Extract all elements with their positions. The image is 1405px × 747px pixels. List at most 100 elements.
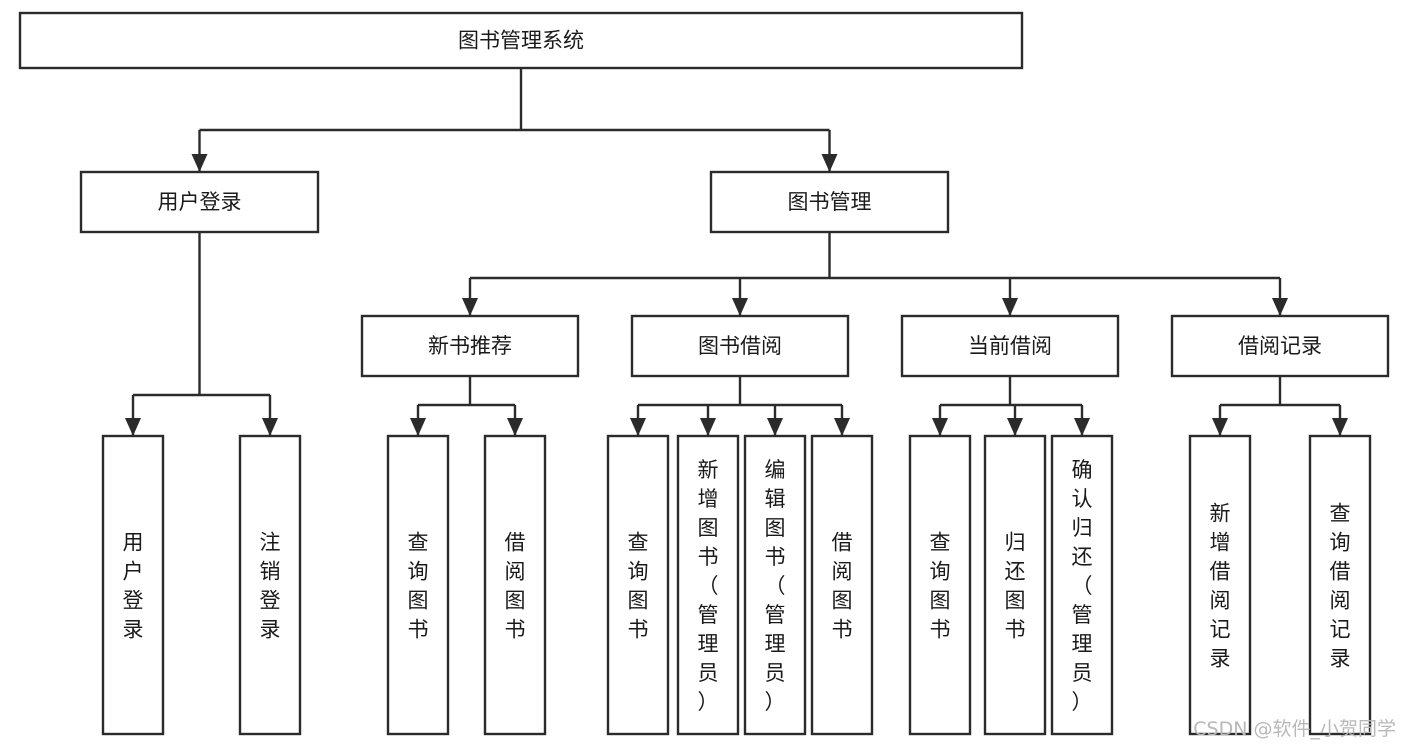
node-leaf-query-book-1-rect[interactable]: [386, 434, 450, 736]
arrow-head-icon: [834, 418, 850, 436]
node-leaf-add-book-label-char: （: [698, 574, 719, 598]
node-leaf-query-book-2-label-char: 查: [628, 531, 649, 555]
arrow-head-icon: [125, 418, 141, 436]
arrow-head-icon: [932, 418, 948, 436]
node-leaf-edit-book-label-char: ）: [765, 690, 786, 714]
node-new-book-recommend[interactable]: 新书推荐: [360, 314, 580, 378]
node-leaf-logout-label-char: 登: [260, 589, 281, 613]
node-current-borrow-rect[interactable]: [900, 314, 1120, 378]
node-leaf-user-login-rect[interactable]: [101, 434, 165, 736]
node-book-borrow[interactable]: 图书借阅: [630, 314, 850, 378]
node-root[interactable]: 图书管理系统: [18, 11, 1024, 70]
arrow-head-icon: [630, 418, 646, 436]
node-leaf-edit-book-rect[interactable]: [743, 434, 807, 736]
node-user-login-rect[interactable]: [79, 170, 320, 234]
node-leaf-query-record-label-char: 录: [1330, 647, 1351, 671]
node-user-login[interactable]: 用户登录: [79, 170, 320, 234]
node-leaf-confirm-return-label-char: 确: [1072, 458, 1093, 482]
node-leaf-query-record-label-char: 阅: [1330, 589, 1351, 613]
node-leaf-query-book-2-label-char: 询: [628, 560, 649, 584]
arrow-head-icon: [507, 418, 523, 436]
node-leaf-query-book-1-label-char: 图: [408, 589, 429, 613]
node-leaf-confirm-return-label-char: 还: [1072, 545, 1093, 569]
node-leaf-query-record-label-char: 借: [1330, 560, 1351, 584]
node-leaf-query-book-2-label-char: 书: [628, 618, 649, 642]
node-borrow-record[interactable]: 借阅记录: [1170, 314, 1390, 378]
node-leaf-query-book-2-rect[interactable]: [606, 434, 670, 736]
node-leaf-confirm-return-label-char: 认: [1072, 487, 1093, 511]
node-leaf-borrow-book-1-rect[interactable]: [483, 434, 547, 736]
node-leaf-borrow-book-1-label-char: 借: [505, 531, 526, 555]
node-leaf-add-book-label-char: 理: [698, 632, 719, 656]
node-leaf-add-record-label-char: 增: [1210, 531, 1231, 555]
node-root-rect[interactable]: [18, 11, 1024, 70]
arrow-head-icon: [410, 418, 426, 436]
node-leaf-add-record-rect[interactable]: [1188, 434, 1252, 736]
node-book-borrow-label: 图书借阅: [698, 334, 782, 358]
arrow-head-icon: [1212, 418, 1228, 436]
node-leaf-confirm-return-label-char: 理: [1072, 632, 1093, 656]
node-new-book-recommend-rect[interactable]: [360, 314, 580, 378]
node-leaf-add-record-label-char: 阅: [1210, 589, 1231, 613]
node-leaf-add-book-rect[interactable]: [676, 434, 740, 736]
node-leaf-add-book-label-char: ）: [698, 690, 719, 714]
node-borrow-record-rect[interactable]: [1170, 314, 1390, 378]
node-leaf-logout-label-char: 注: [260, 531, 281, 555]
node-leaf-confirm-return-label-char: 员: [1072, 661, 1093, 685]
node-leaf-borrow-book-2-label-char: 阅: [832, 560, 853, 584]
node-leaf-add-record-label-char: 新: [1210, 502, 1231, 526]
node-leaf-add-book-label-char: 图: [698, 516, 719, 540]
node-book-management[interactable]: 图书管理: [709, 170, 950, 234]
arrow-head-icon: [1272, 298, 1288, 316]
node-leaf-borrow-book-2-label-char: 借: [832, 531, 853, 555]
node-leaf-query-book-3-label-char: 询: [930, 560, 951, 584]
node-book-management-rect[interactable]: [709, 170, 950, 234]
arrow-head-icon: [1074, 418, 1090, 436]
node-leaf-edit-book-label-char: 员: [765, 661, 786, 685]
arrow-head-icon: [191, 154, 208, 172]
node-leaf-borrow-book-2-label-char: 图: [832, 589, 853, 613]
node-leaf-add-book-label-char: 员: [698, 661, 719, 685]
node-leaf-return-book-label-char: 归: [1005, 531, 1026, 555]
node-leaf-confirm-return-label-char: 管: [1072, 603, 1093, 627]
node-leaf-edit-book-label-char: 理: [765, 632, 786, 656]
node-current-borrow[interactable]: 当前借阅: [900, 314, 1120, 378]
node-book-borrow-rect[interactable]: [630, 314, 850, 378]
node-leaf-return-book-label-char: 图: [1005, 589, 1026, 613]
node-leaf-add-book-label-char: 管: [698, 603, 719, 627]
node-leaf-logout-rect[interactable]: [238, 434, 302, 736]
node-leaf-borrow-book-2-rect[interactable]: [810, 434, 874, 736]
node-leaf-user-login[interactable]: 用户登录: [101, 434, 165, 736]
node-leaf-edit-book-label-char: （: [765, 574, 786, 598]
arrow-head-icon: [821, 154, 838, 172]
node-leaf-edit-book-label-char: 书: [765, 545, 786, 569]
node-leaf-query-book-1-label-char: 查: [408, 531, 429, 555]
arrow-head-icon: [1007, 418, 1023, 436]
node-leaf-query-record-label-char: 记: [1330, 618, 1351, 642]
node-leaf-query-record-rect[interactable]: [1308, 434, 1372, 736]
node-leaf-confirm-return-label-char: （: [1072, 574, 1093, 598]
node-leaf-return-book-rect[interactable]: [983, 434, 1047, 736]
node-leaf-user-login-label-char: 录: [123, 618, 144, 642]
node-leaf-query-book-3-rect[interactable]: [908, 434, 972, 736]
node-borrow-record-label: 借阅记录: [1238, 334, 1322, 358]
node-new-book-recommend-label: 新书推荐: [428, 334, 512, 358]
node-leaf-user-login-label-char: 登: [123, 589, 144, 613]
node-leaf-query-book-3-label-char: 图: [930, 589, 951, 613]
connector-lines: [125, 68, 1348, 436]
node-leaf-query-book-2-label-char: 图: [628, 589, 649, 613]
node-leaf-confirm-return-rect[interactable]: [1050, 434, 1114, 736]
